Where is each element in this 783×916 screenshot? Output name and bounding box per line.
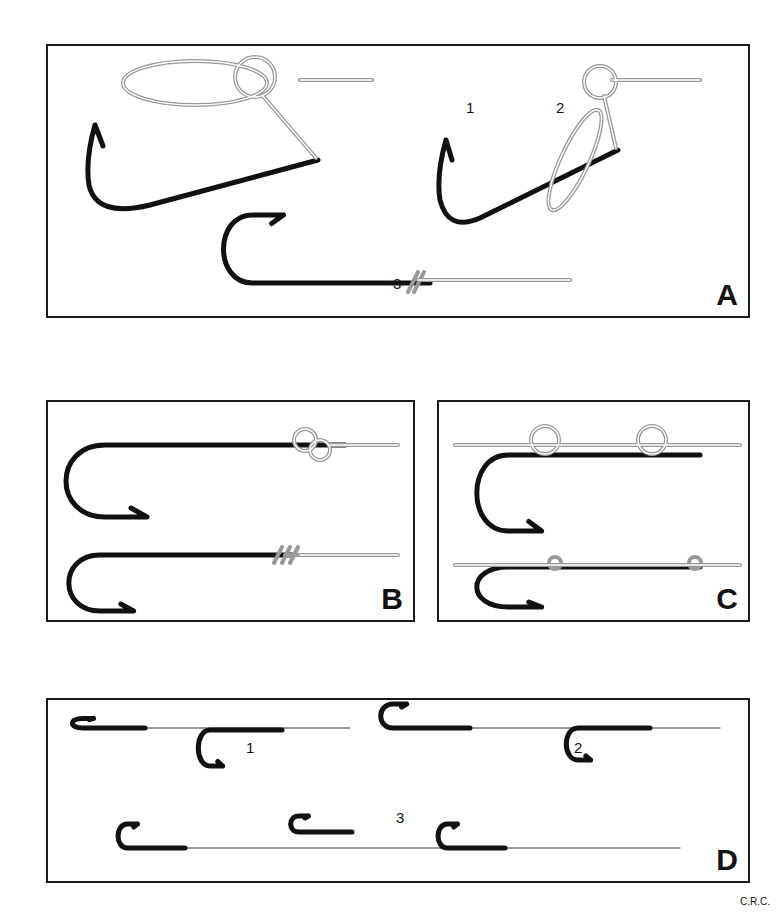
figure-panel: C — [437, 400, 750, 622]
credit-initials: C.R.C. — [740, 897, 770, 907]
figure-number: 3 — [393, 276, 401, 291]
figure-panel: B — [46, 400, 415, 622]
figure-number: 1 — [246, 740, 254, 755]
panel-letter: A — [716, 280, 738, 310]
panel-letter: C — [716, 584, 738, 614]
figure-number: 3 — [396, 810, 404, 825]
figure-panel: D — [46, 698, 750, 883]
figure-number: 2 — [574, 740, 582, 755]
panel-letter: B — [381, 584, 403, 614]
figure-number: 1 — [466, 100, 474, 115]
panel-letter: D — [716, 845, 738, 875]
figure-number: 2 — [556, 100, 564, 115]
